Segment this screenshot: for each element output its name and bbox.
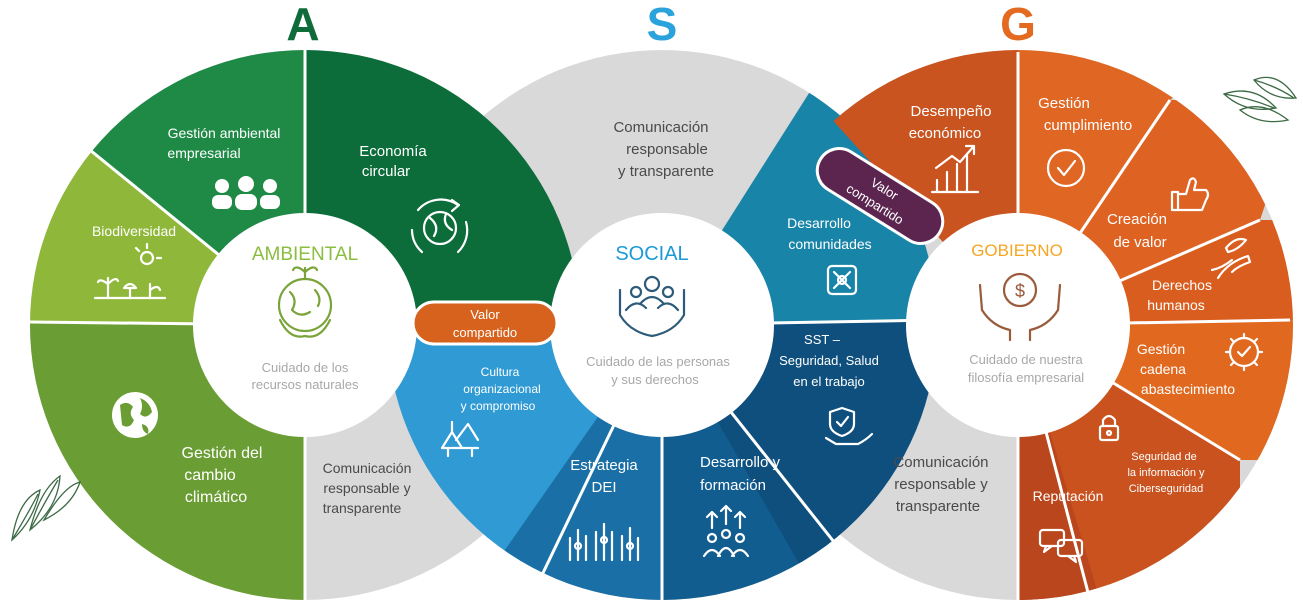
label-cumplimiento-2: cumplimiento xyxy=(1044,117,1132,134)
label-cambio-1: Gestión del xyxy=(182,445,263,462)
gobierno-center-title: GOBIERNO xyxy=(971,241,1063,260)
label-cambio-3: climático xyxy=(185,489,247,506)
money-hands-icon: $ xyxy=(978,272,1062,342)
label-derechos-1: Derechos xyxy=(1152,277,1212,293)
people-hands-icon xyxy=(618,275,686,338)
letter-g: G xyxy=(1000,0,1036,50)
label-creacion-2: de valor xyxy=(1113,234,1166,251)
label-gestion-ambiental-2: empresarial xyxy=(167,145,240,161)
chat-bubbles-icon xyxy=(1038,528,1084,564)
label-desarrollo-comunidades-2: comunidades xyxy=(788,236,871,252)
raised-hands-icon xyxy=(568,522,640,562)
label-cumplimiento-1: Gestión xyxy=(1038,95,1090,112)
gobierno-center-sub-1: Cuidado de nuestra xyxy=(969,352,1083,367)
social-center-sub-2: y sus derechos xyxy=(611,372,699,387)
label-estrategia-1: Estrategia xyxy=(570,457,638,474)
label-cambio-2: cambio xyxy=(184,467,236,484)
label-ambiental-comunicacion-3: transparente xyxy=(323,500,402,516)
label-derechos-2: humanos xyxy=(1147,297,1205,313)
valor-compartido-pill-purple: Valor compartido xyxy=(815,147,945,245)
label-biodiversidad: Biodiversidad xyxy=(92,223,176,239)
handshake-icon xyxy=(440,420,480,458)
hand-leaf-icon xyxy=(1210,237,1252,280)
label-social-comunicacion-3: y transparente xyxy=(618,163,714,180)
social-center-title: SOCIAL xyxy=(615,243,688,265)
label-seguridad-2: la información y xyxy=(1127,467,1205,479)
gobierno-center-sub-2: filosofía empresarial xyxy=(968,370,1084,385)
community-hands-icon xyxy=(826,264,858,296)
letter-a: A xyxy=(286,0,319,50)
inner-circles xyxy=(193,213,1130,437)
label-desarrollo-comunidades-1: Desarrollo xyxy=(787,215,851,231)
thumbs-up-icon xyxy=(1170,177,1210,212)
label-cultura-1: Cultura xyxy=(481,365,520,379)
label-gestion-ambiental-1: Gestión ambiental xyxy=(168,125,281,141)
label-desempeno-2: económico xyxy=(909,125,982,142)
lock-icon xyxy=(1098,414,1120,442)
leaves-right-decoration xyxy=(1222,76,1298,123)
label-cultura-3: y compromiso xyxy=(461,399,536,413)
label-sst-1: SST – xyxy=(804,332,841,347)
label-reputacion: Reputación xyxy=(1033,488,1104,504)
label-desarrollo-formacion-2: formación xyxy=(700,477,766,494)
earth-hands-icon xyxy=(277,266,333,338)
people-growth-icon xyxy=(702,504,750,558)
label-ambiental-comunicacion-2: responsable y xyxy=(323,480,410,496)
label-social-comunicacion-1: Comunicación xyxy=(613,119,708,136)
label-cadena-3: abastecimiento xyxy=(1141,381,1235,397)
svg-text:$: $ xyxy=(1015,281,1025,301)
label-cadena-2: cadena xyxy=(1140,361,1186,377)
label-sst-2: Seguridad, Salud xyxy=(779,353,879,368)
social-center-sub-1: Cuidado de las personas xyxy=(586,354,730,369)
label-economia-1: Economía xyxy=(359,143,427,160)
sector-gestion-cumplimiento[interactable] xyxy=(1018,40,1250,325)
label-economia-2: circular xyxy=(362,163,410,180)
label-cultura-2: organizacional xyxy=(463,382,540,396)
label-desempeno-1: Desempeño xyxy=(911,103,992,120)
valor-pill-1-line-2: compartido xyxy=(453,325,517,340)
letter-s: S xyxy=(647,0,678,50)
gear-check-icon xyxy=(1224,332,1264,372)
ambiental-center-title: AMBIENTAL xyxy=(252,244,358,265)
check-circle-icon xyxy=(1046,148,1086,188)
label-desarrollo-formacion-1: Desarrollo y xyxy=(700,454,781,471)
ambiental-center-sub-1: Cuidado de los xyxy=(262,360,349,375)
label-gobierno-comunicacion-2: responsable y xyxy=(894,476,988,493)
valor-pill-1-line-1: Valor xyxy=(470,307,500,322)
recycle-globe-icon xyxy=(410,198,469,254)
label-seguridad-3: Ciberseguridad xyxy=(1129,483,1204,495)
growth-chart-icon xyxy=(930,144,980,194)
sector-economia-circular[interactable] xyxy=(305,40,700,325)
label-gobierno-comunicacion-1: Comunicación xyxy=(893,454,988,471)
label-ambiental-comunicacion-1: Comunicación xyxy=(323,460,412,476)
leaves-left-decoration xyxy=(11,474,81,542)
plants-icon xyxy=(93,242,167,300)
label-estrategia-2: DEI xyxy=(591,479,616,496)
label-cadena-1: Gestión xyxy=(1137,341,1185,357)
shield-hand-icon xyxy=(824,406,874,446)
label-creacion-1: Creación xyxy=(1107,211,1167,228)
people-icon xyxy=(212,176,280,210)
label-social-comunicacion-2: responsable xyxy=(626,141,708,158)
ambiental-center-sub-2: recursos naturales xyxy=(252,377,359,392)
label-seguridad-1: Seguridad de xyxy=(1131,451,1196,463)
label-gobierno-comunicacion-3: transparente xyxy=(896,498,980,515)
valor-compartido-pill-orange: Valor compartido xyxy=(411,300,559,346)
label-sst-3: en el trabajo xyxy=(793,374,865,389)
globe-icon xyxy=(112,392,158,438)
